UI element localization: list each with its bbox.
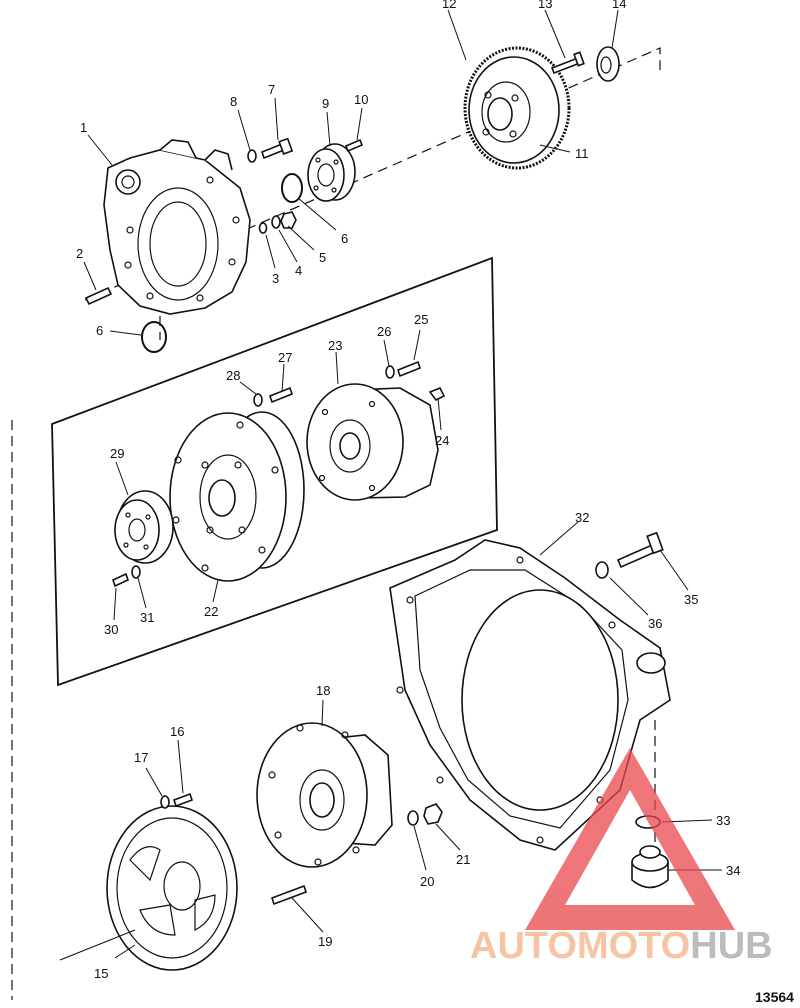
callout-3: 3 [272, 271, 279, 286]
callout-2: 2 [76, 246, 83, 261]
callout-9: 9 [322, 96, 329, 111]
callout-4: 4 [295, 263, 302, 278]
bolt-part-35 [616, 531, 664, 569]
callout-22: 22 [204, 604, 218, 619]
stud-part-2 [84, 286, 113, 306]
callout-24: 24 [435, 433, 449, 448]
callout-32: 32 [575, 510, 589, 525]
washers-nut-parts-3-4-5 [258, 211, 297, 234]
mount-part-34 [631, 845, 669, 889]
drive-hub-part-9 [307, 143, 356, 202]
nut-part-21 [423, 803, 443, 825]
callout-33: 33 [716, 813, 730, 828]
drive-coupler-part-22 [169, 411, 305, 582]
callout-10: 10 [354, 92, 368, 107]
callout-11: 11 [575, 146, 589, 161]
watermark-brand-part1: AUTOMOTO [470, 925, 690, 967]
bearing-part-14 [596, 46, 620, 82]
callout-28: 28 [226, 368, 240, 383]
screw-part-10 [344, 138, 364, 153]
washer-part-17 [160, 795, 170, 809]
callout-19: 19 [318, 934, 332, 949]
callout-6-upper: 6 [341, 231, 348, 246]
lock-washer-part-36 [595, 561, 609, 579]
bolt-part-13 [550, 51, 585, 75]
callout-15: 15 [94, 966, 108, 981]
callout-34: 34 [726, 863, 740, 878]
flywheel-housing-part [103, 139, 251, 315]
inset-small-hardware [112, 360, 446, 588]
callout-27: 27 [278, 350, 292, 365]
callout-36: 36 [648, 616, 662, 631]
callout-7: 7 [268, 82, 275, 97]
screw-part-16 [172, 792, 194, 808]
stud-part-19 [270, 884, 308, 906]
callout-13: 13 [538, 0, 552, 11]
callout-6-lower: 6 [96, 323, 103, 338]
washer-part-8 [247, 149, 257, 163]
coupler-kit-inset-frame [51, 256, 498, 687]
bell-housing-part-32 [389, 539, 671, 851]
washer-part-20 [407, 810, 419, 826]
callout-29: 29 [110, 446, 124, 461]
callout-35: 35 [684, 592, 698, 607]
automotohub-watermark-logo: AUTOMOTOHUB [470, 748, 773, 967]
flex-plate-part-15 [106, 805, 238, 971]
callout-31: 31 [140, 610, 154, 625]
callout-25: 25 [414, 312, 428, 327]
watermark-brand-part2: HUB [690, 925, 772, 967]
figure-number: 13564 [755, 989, 794, 1005]
callout-20: 20 [420, 874, 434, 889]
callout-17: 17 [134, 750, 148, 765]
callout-23: 23 [328, 338, 342, 353]
coupling-adapter-part-23 [306, 383, 439, 501]
screw-part-7 [261, 137, 294, 160]
callout-30: 30 [104, 622, 118, 637]
hub-part-29 [114, 490, 174, 564]
callout-8: 8 [230, 94, 237, 109]
svg-text:AUTOMOTOHUB: AUTOMOTOHUB [470, 925, 773, 967]
callout-labels: 1 2 3 4 5 6 6 7 8 9 10 11 12 13 14 15 16… [76, 0, 740, 981]
watermark-triangle-icon [525, 748, 735, 930]
callout-5: 5 [319, 250, 326, 265]
callout-1: 1 [80, 120, 87, 135]
callout-16: 16 [170, 724, 184, 739]
callout-21: 21 [456, 852, 470, 867]
o-ring-part-6-lower [141, 321, 167, 353]
o-ring-part-6-upper [281, 173, 303, 203]
callout-26: 26 [377, 324, 391, 339]
callout-18: 18 [316, 683, 330, 698]
callout-12: 12 [442, 0, 456, 11]
callout-14: 14 [612, 0, 626, 11]
coupler-housing-part-18 [256, 722, 393, 868]
flywheel-ring-gear-part-11-12 [463, 46, 571, 170]
